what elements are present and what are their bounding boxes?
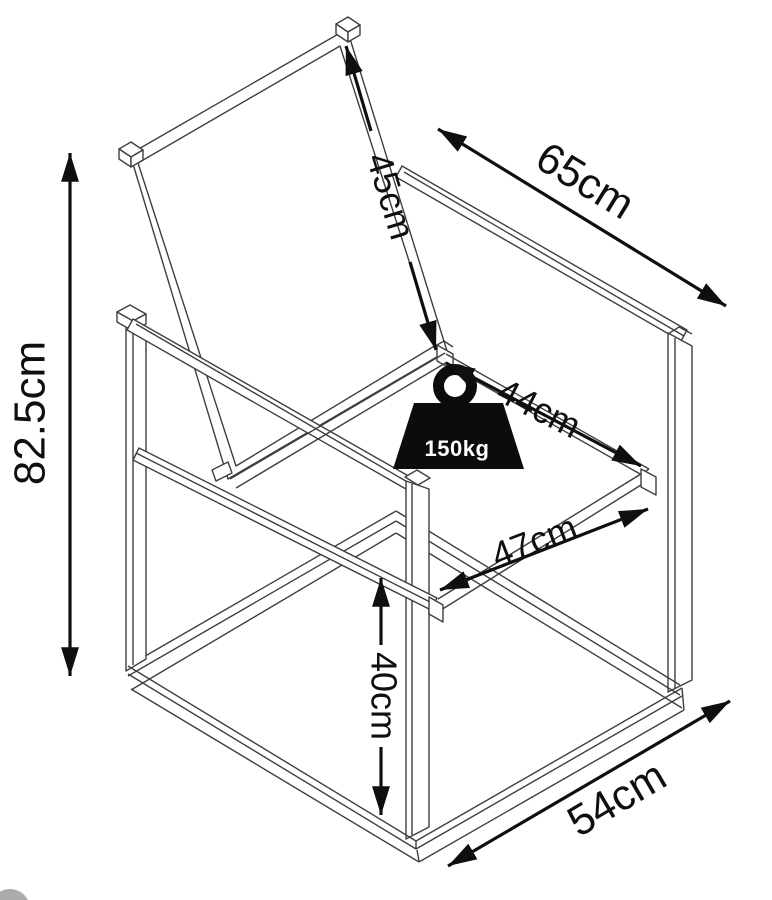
backrest-top-right-cap xyxy=(335,16,361,43)
dim-backrest-arrow-bottom xyxy=(408,261,438,351)
backrest-seat-junction-top xyxy=(436,340,454,348)
seat-right-peg xyxy=(640,468,657,496)
left-armrest-inner-edge xyxy=(135,323,417,488)
right-front-post xyxy=(667,332,693,693)
watermark-circle xyxy=(0,889,28,900)
dim-base-width-arrow xyxy=(447,699,731,868)
dim-side-arrow xyxy=(437,127,727,308)
left-rear-post xyxy=(125,316,147,672)
dim-seat-depth-arrow xyxy=(445,361,642,468)
seat-front-peg xyxy=(428,596,444,623)
dim-backrest-label: 45cm xyxy=(359,148,424,244)
backrest-left-foot xyxy=(211,461,233,482)
dim-height-label: 82.5cm xyxy=(6,341,55,485)
dim-backrest-arrow-top xyxy=(344,45,373,132)
dim-seat-width-arrow xyxy=(439,507,649,592)
front-left-post-cap xyxy=(404,469,431,486)
dim-seat-height-label: 40cm xyxy=(364,652,405,740)
front-left-post xyxy=(405,480,430,840)
right-arm-corner-cap xyxy=(667,326,693,335)
dim-seat-width-label: 47cm xyxy=(486,506,583,576)
dim-side-label: 65cm xyxy=(528,133,643,229)
backrest-top-left-cap xyxy=(118,141,144,168)
weight-capacity-label: 150kg xyxy=(425,436,490,461)
